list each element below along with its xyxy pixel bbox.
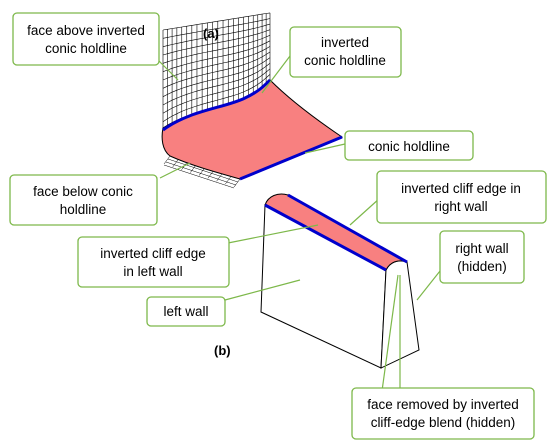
callout-right-wall: right wall (hidden) — [439, 230, 525, 284]
callout-right-wall-line1: right wall — [455, 241, 508, 256]
leader-lines — [157, 55, 441, 392]
inverted-cliff-edge-right-line — [287, 193, 408, 264]
callout-left-wall: left wall — [146, 296, 226, 327]
callout-inverted-conic-line1: inverted — [321, 35, 369, 50]
leader-conic-holdline — [304, 143, 346, 154]
face-above-wireframe — [162, 12, 271, 131]
callout-face-removed: face removed by inverted cliff-edge blen… — [351, 387, 535, 440]
callout-cliff-left: inverted cliff edge in left wall — [77, 236, 230, 288]
callout-face-below: face below conic holdline — [9, 174, 158, 226]
callout-cliff-left-line1: inverted cliff edge — [100, 246, 206, 261]
leader-inverted-conic — [261, 55, 291, 94]
face-below-wireframe — [163, 155, 241, 189]
callouts: face above inverted conic holdline inver… — [9, 12, 547, 440]
callout-face-above-line1: face above inverted — [27, 23, 145, 38]
inverted-conic-holdline-line — [162, 78, 272, 132]
inverted-cliff-edge-left-line — [264, 203, 387, 272]
callout-cliff-right: inverted cliff edge in right wall — [376, 170, 547, 224]
leader-left-wall — [224, 279, 301, 301]
panel-label-b: (b) — [214, 343, 231, 358]
callout-face-above: face above inverted conic holdline — [12, 12, 160, 66]
conic-holdline-line — [239, 135, 343, 181]
leader-cliff-left — [227, 224, 319, 244]
callout-conic-holdline: conic holdline — [344, 130, 474, 161]
callout-cliff-right-line1: inverted cliff edge in — [401, 181, 521, 196]
callout-face-above-line2: conic holdline — [45, 41, 127, 56]
callout-face-removed-line1: face removed by inverted — [367, 397, 519, 412]
panel-a-figure — [161, 12, 344, 189]
leader-face-removed-1 — [381, 274, 399, 392]
callout-cliff-right-line2: right wall — [434, 199, 487, 214]
callout-face-below-line1: face below conic — [33, 184, 133, 199]
callout-right-wall-line2: (hidden) — [457, 259, 507, 274]
callout-conic-holdline-line1: conic holdline — [368, 139, 450, 154]
callout-inverted-conic: inverted conic holdline — [289, 26, 402, 78]
leader-cliff-right — [349, 197, 381, 226]
panel-label-a: (a) — [203, 26, 219, 41]
leader-right-wall — [416, 270, 441, 301]
callout-face-below-line2: holdline — [60, 202, 107, 217]
callout-inverted-conic-line2: conic holdline — [304, 53, 386, 68]
leader-face-below — [159, 162, 191, 179]
leader-face-above — [157, 59, 179, 81]
callout-cliff-left-line2: in left wall — [123, 264, 182, 279]
callout-left-wall-line1: left wall — [163, 304, 208, 319]
callout-face-removed-line2: cliff-edge blend (hidden) — [371, 415, 516, 430]
